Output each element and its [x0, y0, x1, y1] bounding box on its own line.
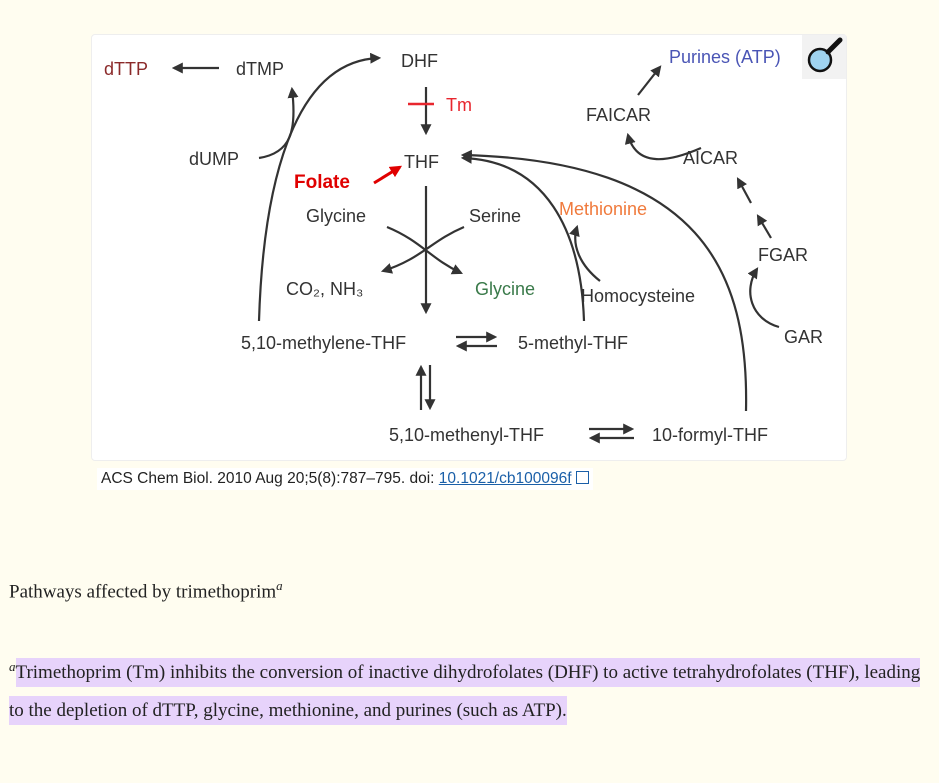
- arrow-fgar-aicar-1: [756, 214, 772, 239]
- label-thf: THF: [404, 152, 439, 172]
- magnifier-icon: [807, 37, 843, 73]
- footnote-marker[interactable]: a: [276, 578, 283, 593]
- label-gar: GAR: [784, 327, 823, 347]
- label-dump: dUMP: [189, 149, 239, 169]
- label-serine: Serine: [469, 206, 521, 226]
- label-methenyl-thf: 5,10-methenyl-THF: [389, 425, 544, 445]
- folate-arrow: [373, 165, 403, 185]
- external-link-icon[interactable]: [575, 471, 589, 484]
- label-folate: Folate: [294, 172, 350, 193]
- label-dttp: dTTP: [104, 59, 148, 79]
- arrow-faicar-purines: [637, 65, 662, 96]
- arrow-aicar-faicar: [624, 132, 702, 161]
- footnote-label: a: [9, 659, 16, 674]
- magnify-button[interactable]: [802, 35, 846, 79]
- arrow-gar-fgar: [747, 267, 780, 329]
- arrow-homocysteine-methionine: [569, 224, 601, 282]
- arrow-serine-co2: [380, 225, 465, 274]
- doi-link[interactable]: 10.1021/cb100096f: [438, 470, 572, 487]
- label-tm: Tm: [446, 95, 472, 115]
- label-glycine-out: Glycine: [475, 279, 535, 299]
- arrow-dump-dtmp: [258, 86, 299, 160]
- label-methionine: Methionine: [559, 199, 647, 219]
- footnote-text: Trimethoprim (Tm) inhibits the conversio…: [9, 658, 921, 726]
- label-purines: Purines (ATP): [669, 47, 781, 67]
- label-homocysteine: Homocysteine: [581, 286, 695, 306]
- label-glycine-in: Glycine: [306, 206, 366, 226]
- label-co2-nh3: CO₂, NH₃: [286, 279, 363, 299]
- arrow-methyl-thf: [460, 152, 586, 322]
- label-aicar: AICAR: [683, 148, 738, 168]
- label-fgar: FGAR: [758, 245, 808, 265]
- pathway-figure: dTTP dTMP DHF Tm Purines (ATP) FAICAR dU…: [91, 34, 847, 461]
- arrow-fgar-aicar-2: [736, 177, 752, 204]
- citation-text: ACS Chem Biol. 2010 Aug 20;5(8):787–795.…: [101, 470, 439, 487]
- label-formyl-thf: 10-formyl-THF: [652, 425, 768, 445]
- pathway-diagram: dTTP dTMP DHF Tm Purines (ATP) FAICAR dU…: [104, 47, 823, 445]
- arrow-methylene-dhf: [257, 52, 382, 322]
- label-dhf: DHF: [401, 51, 438, 71]
- figure-title: Pathways affected by trimethoprima: [9, 578, 283, 603]
- equilibrium-methylene-methyl: [455, 331, 498, 352]
- equilibrium-methylene-methenyl: [415, 364, 436, 411]
- label-methyl-thf: 5-methyl-THF: [518, 333, 628, 353]
- label-dtmp: dTMP: [236, 59, 284, 79]
- label-methylene-thf: 5,10-methylene-THF: [241, 333, 406, 353]
- figure-citation: ACS Chem Biol. 2010 Aug 20;5(8):787–795.…: [97, 468, 593, 490]
- label-faicar: FAICAR: [586, 105, 651, 125]
- arrow-formyl-thf: [460, 149, 748, 412]
- equilibrium-methenyl-formyl: [588, 423, 635, 444]
- figure-footnote: aTrimethoprim (Tm) inhibits the conversi…: [9, 648, 934, 730]
- figure-title-text: Pathways affected by trimethoprim: [9, 581, 277, 603]
